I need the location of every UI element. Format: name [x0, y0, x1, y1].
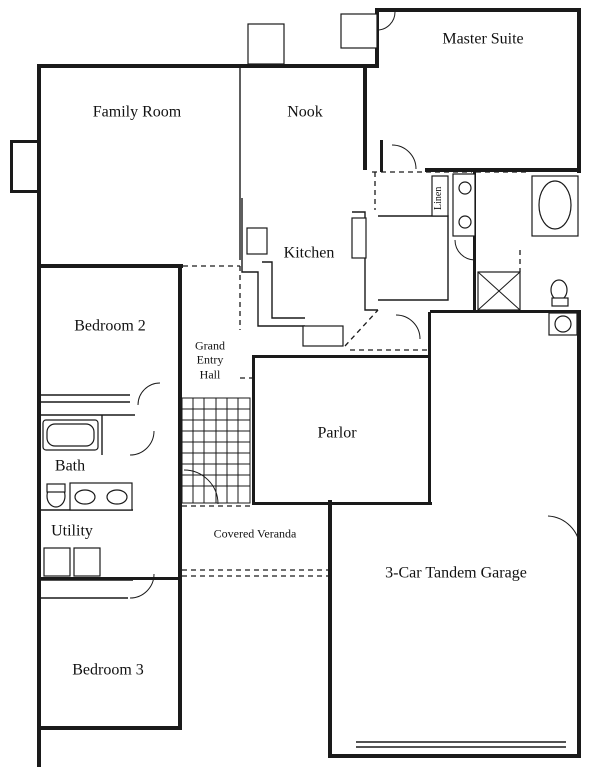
room-label-bath: Bath	[54, 457, 86, 475]
room-label-kitchen: Kitchen	[283, 244, 335, 262]
entry-tile-grid	[181, 397, 251, 504]
room-label-master-suite: Master Suite	[442, 30, 524, 48]
grand-entry-hall-line-1: Grand	[195, 338, 225, 353]
room-label-utility: Utility	[51, 522, 93, 540]
room-label-grand-entry-hall: Grand Entry Hall	[195, 338, 225, 381]
room-label-family-room: Family Room	[92, 103, 182, 121]
room-label-bedroom-2: Bedroom 2	[74, 317, 146, 335]
grand-entry-hall-line-2: Entry	[196, 352, 224, 367]
room-label-bedroom-3: Bedroom 3	[72, 661, 144, 679]
interior-lines	[37, 11, 581, 748]
room-label-nook: Nook	[287, 103, 323, 121]
room-label-linen: Linen	[433, 186, 444, 210]
grand-entry-hall-line-3: Hall	[199, 367, 221, 382]
exterior-walls	[10, 8, 581, 767]
room-label-parlor: Parlor	[317, 424, 357, 442]
room-label-covered-veranda: Covered Veranda	[213, 526, 297, 541]
openings	[182, 171, 530, 577]
room-label-garage: 3-Car Tandem Garage	[385, 564, 527, 582]
